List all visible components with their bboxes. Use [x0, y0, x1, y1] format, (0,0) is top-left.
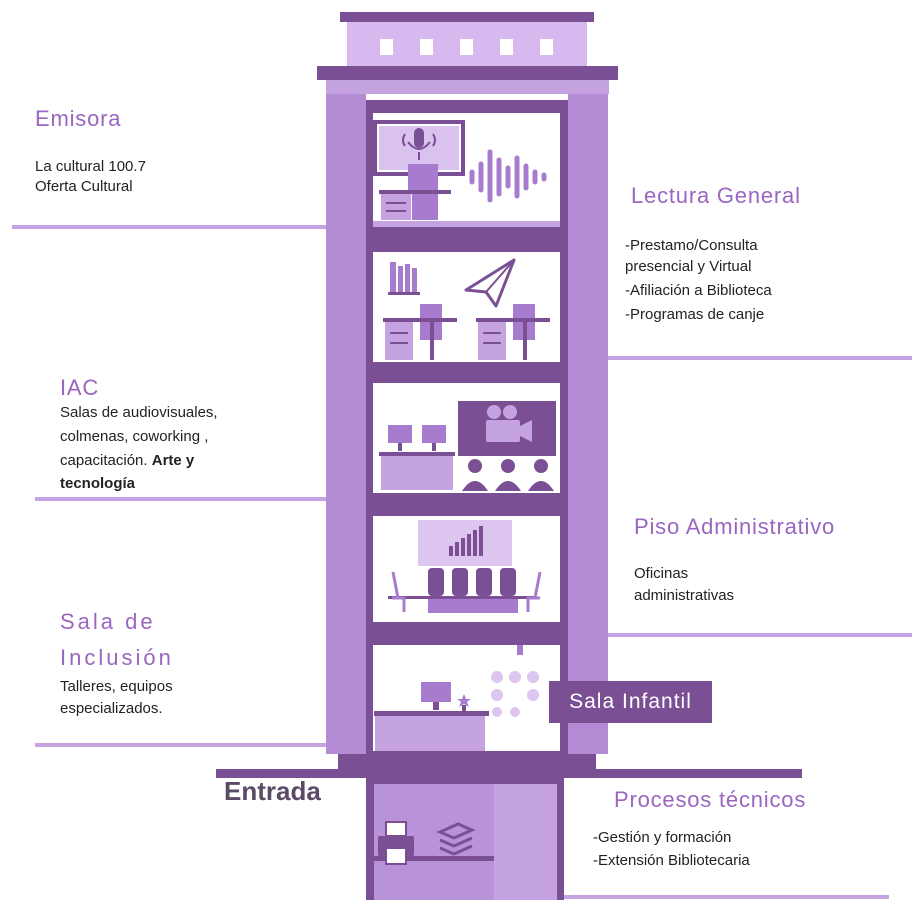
iac-line-3-text: capacitación.: [60, 452, 148, 469]
procesos-title: Procesos técnicos: [614, 787, 807, 812]
sala-infantil-label: Sala Infantil: [549, 681, 712, 723]
bar-chart-icon: [449, 526, 483, 556]
sound-wave-icon: [469, 149, 547, 203]
left-wall: [326, 94, 366, 754]
floor-lectura: [373, 252, 560, 362]
floor-emisora: [373, 113, 560, 227]
administrativo-title: Piso Administrativo: [634, 514, 836, 539]
emisora-line-1: La cultural 100.7: [35, 158, 146, 175]
iac-line-2: colmenas, coworking ,: [60, 428, 209, 445]
lectura-line-4: -Programas de canje: [625, 306, 765, 323]
sala-infantil-text: Sala Infantil: [569, 690, 692, 713]
divider-procesos: [564, 895, 889, 899]
microphone-icon: [402, 128, 436, 160]
iac-line-4: tecnología: [60, 474, 135, 494]
divider-lectura: [608, 356, 912, 360]
procesos-line-1: -Gestión y formación: [593, 829, 732, 846]
printer-icon: [378, 821, 414, 865]
projector-icon: [486, 405, 532, 442]
books-icon: [388, 262, 420, 295]
administrativo-line-1: Oficinas: [634, 565, 689, 582]
divider-emisora: [12, 225, 326, 229]
administrativo-line-2: administrativas: [634, 587, 735, 604]
lectura-title: Lectura General: [631, 183, 801, 208]
ground-floor: [216, 754, 802, 900]
iac-title: IAC: [60, 375, 100, 400]
entrada-label: Entrada: [224, 776, 321, 806]
audience-icon: [462, 459, 554, 491]
books-stack-icon: [436, 822, 476, 856]
inclusion-line-2: especializados.: [60, 700, 163, 717]
divider-administrativo: [608, 633, 912, 637]
floor-inclusion: [373, 645, 560, 751]
emisora-title: Emisora: [35, 106, 122, 131]
iac-bold-1: Arte y: [151, 452, 195, 469]
emisora-line-2: Oferta Cultural: [35, 178, 133, 195]
floor-administrativo: [373, 516, 560, 622]
dots-decoration: [491, 671, 539, 717]
right-wall: [568, 94, 608, 754]
divider-inclusion: [35, 743, 326, 747]
inclusion-title-2: Inclusión: [60, 645, 174, 670]
divider-iac: [35, 497, 326, 501]
roof: [317, 12, 618, 94]
procesos-line-2: -Extensión Bibliotecaria: [593, 852, 750, 869]
lectura-line-2: presencial y Virtual: [625, 258, 752, 275]
paper-plane-icon: [464, 258, 516, 308]
iac-bold-2: tecnología: [60, 475, 136, 492]
lectura-line-3: -Afiliación a Biblioteca: [625, 282, 772, 299]
star-icon: [457, 694, 471, 711]
lectura-line-1: -Prestamo/Consulta: [625, 237, 758, 254]
inclusion-title-1: Sala de: [60, 609, 156, 634]
iac-line-1: Salas de audiovisuales,: [60, 404, 218, 421]
iac-line-3: capacitación. Arte y: [60, 451, 194, 471]
inclusion-line-1: Talleres, equipos: [60, 678, 173, 695]
floor-iac: [373, 383, 560, 493]
